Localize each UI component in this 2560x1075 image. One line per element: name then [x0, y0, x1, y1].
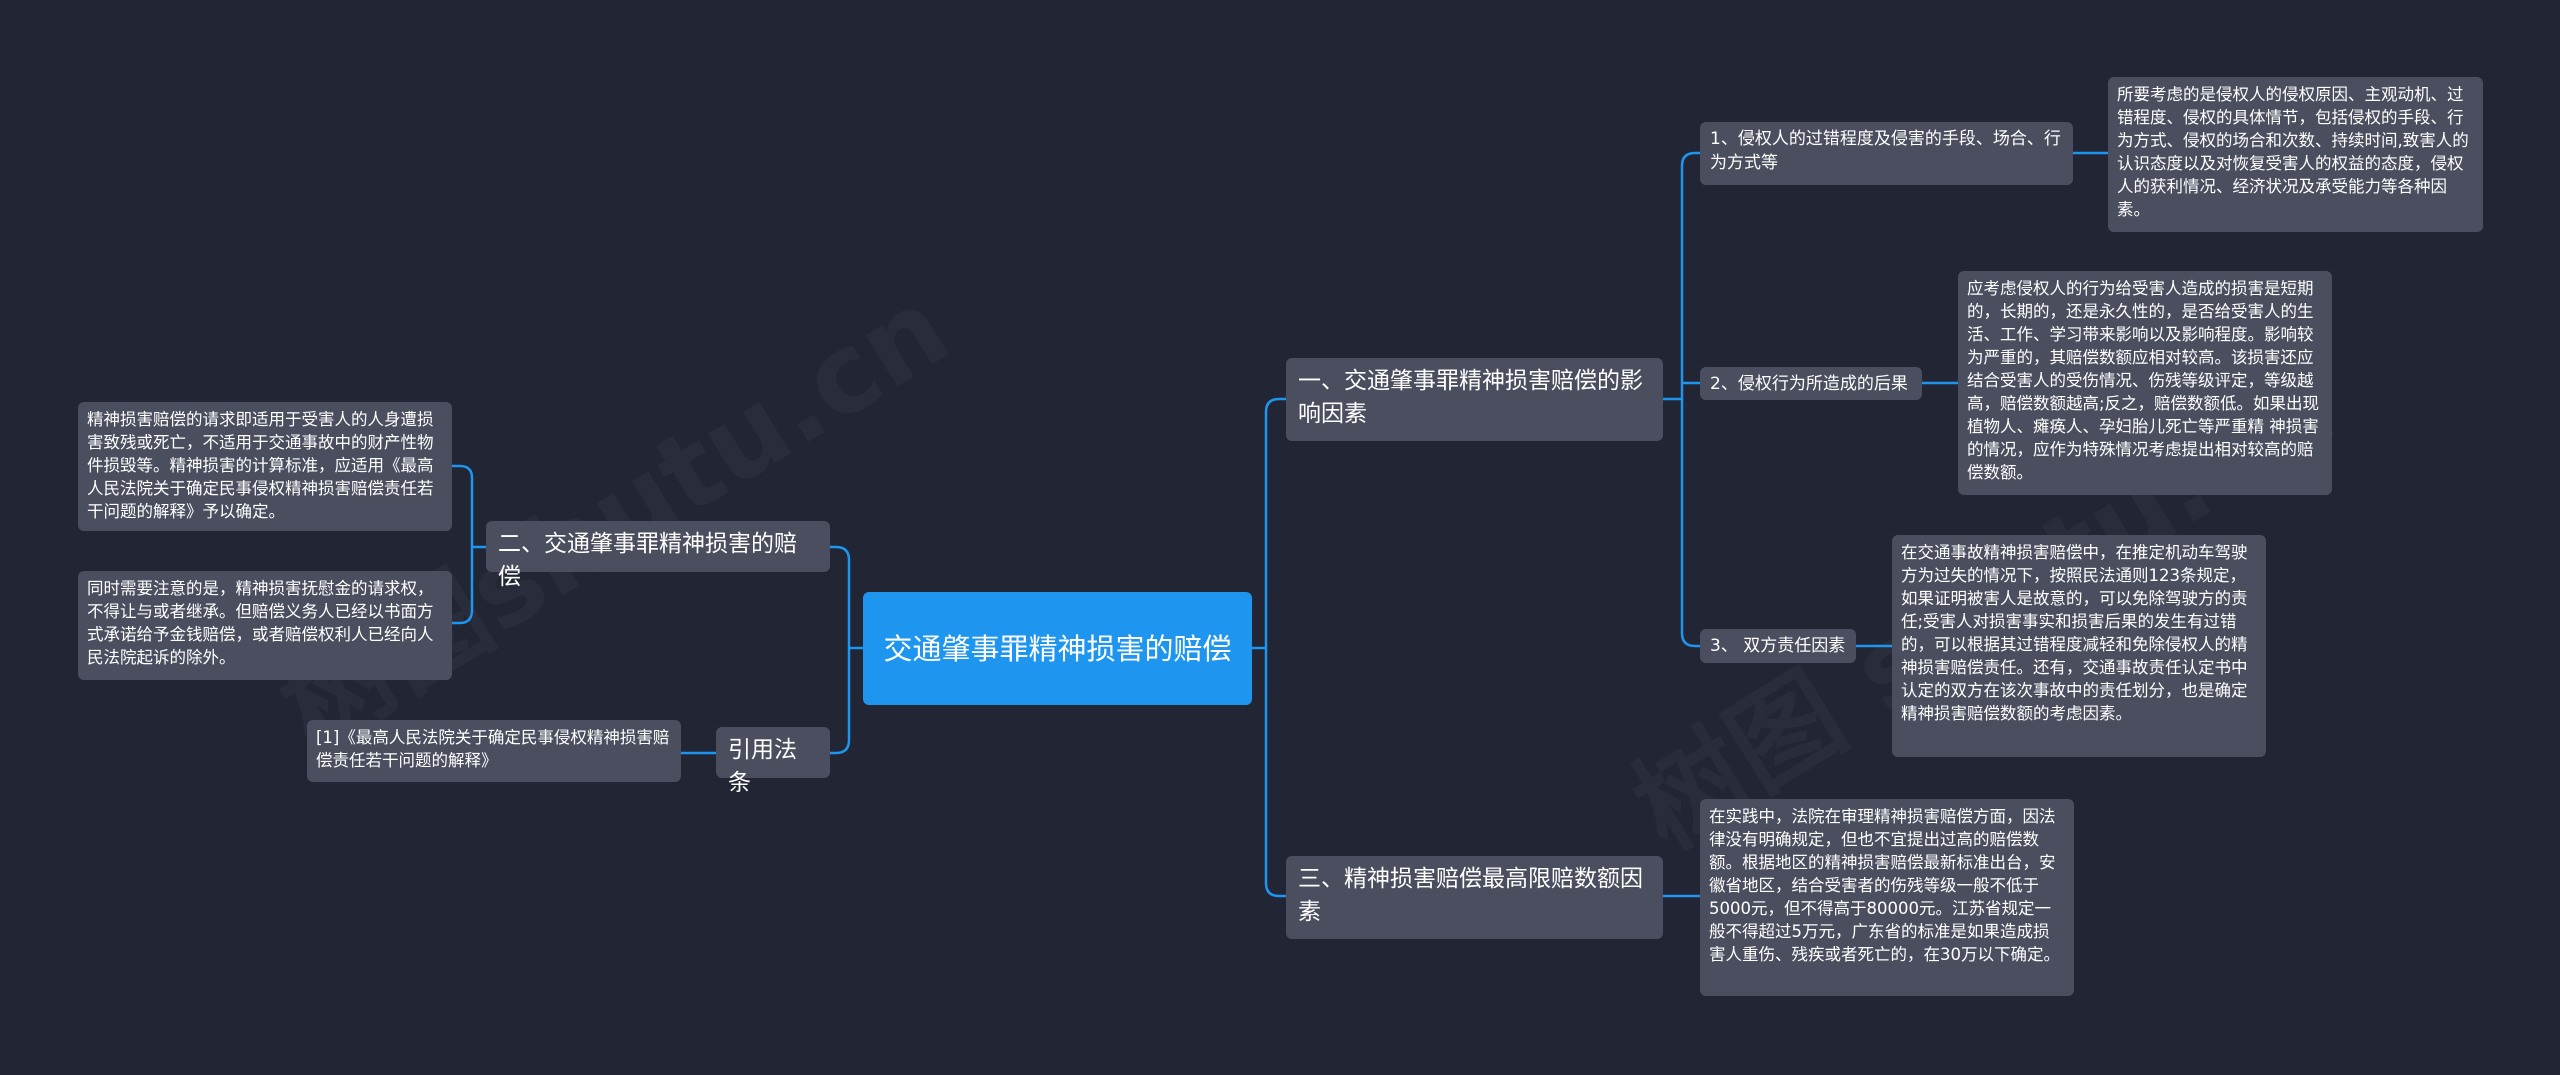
detail-maximum-limit[interactable]: 在实践中，法院在审理精神损害赔偿方面，因法律没有明确规定，但也不宜提出过高的赔偿…: [1700, 799, 2074, 996]
detail-text: 应考虑侵权人的行为给受害人造成的损害是短期的，长期的，还是永久性的，是否给受害人…: [1967, 279, 2320, 482]
root-topic[interactable]: 交通肇事罪精神损害的赔偿: [863, 592, 1252, 705]
branch-compensation[interactable]: 二、交通肇事罪精神损害的赔偿: [486, 521, 830, 590]
detail-citation[interactable]: [1]《最高人民法院关于确定民事侵权精神损害赔偿责任若干问题的解释》: [307, 720, 681, 782]
branch-label: 二、交通肇事罪精神损害的赔偿: [498, 531, 797, 590]
branch-influencing-factors[interactable]: 一、交通肇事罪精神损害赔偿的影响因素: [1286, 358, 1663, 441]
detail-text: 所要考虑的是侵权人的侵权原因、主观动机、过错程度、侵权的具体情节，包括侵权的手段…: [2117, 85, 2469, 219]
detail-text: [1]《最高人民法院关于确定民事侵权精神损害赔偿责任若干问题的解释》: [316, 728, 670, 770]
detail-consequences[interactable]: 应考虑侵权人的行为给受害人造成的损害是短期的，长期的，还是永久性的，是否给受害人…: [1958, 271, 2332, 495]
detail-text: 在实践中，法院在审理精神损害赔偿方面，因法律没有明确规定，但也不宜提出过高的赔偿…: [1709, 807, 2060, 964]
connector-line: [450, 464, 488, 625]
detail-text: 精神损害赔偿的请求即适用于受害人的人身遭损害致残或死亡，不适用于交通事故中的财产…: [87, 410, 434, 521]
sub-topic-mutual-liability[interactable]: 3、 双方责任因素: [1700, 629, 1856, 663]
detail-text: 在交通事故精神损害赔偿中，在推定机动车驾驶方为过失的情况下，按照民法通则123条…: [1901, 543, 2248, 723]
connector-line: [1250, 397, 1288, 898]
root-topic-label: 交通肇事罪精神损害的赔偿: [883, 631, 1232, 666]
sub-topic-label: 1、侵权人的过错程度及侵害的手段、场合、行为方式等: [1710, 129, 2061, 173]
branch-citation[interactable]: 引用法条: [716, 727, 830, 796]
branch-label: 引用法条: [728, 737, 797, 796]
sub-topic-fault-degree[interactable]: 1、侵权人的过错程度及侵害的手段、场合、行为方式等: [1700, 122, 2073, 185]
sub-topic-label: 2、侵权行为所造成的后果: [1710, 374, 1908, 394]
connector-line: [828, 545, 865, 755]
detail-fault-degree[interactable]: 所要考虑的是侵权人的侵权原因、主观动机、过错程度、侵权的具体情节，包括侵权的手段…: [2108, 77, 2483, 232]
detail-compensation-transfer[interactable]: 同时需要注意的是，精神损害抚慰金的请求权，不得让与或者继承。但赔偿义务人已经以书…: [78, 571, 452, 680]
branch-label: 三、精神损害赔偿最高限赔数额因素: [1298, 866, 1643, 925]
connector-line: [1661, 151, 1702, 648]
branch-maximum-limit[interactable]: 三、精神损害赔偿最高限赔数额因素: [1286, 856, 1663, 939]
detail-compensation-scope[interactable]: 精神损害赔偿的请求即适用于受害人的人身遭损害致残或死亡，不适用于交通事故中的财产…: [78, 402, 452, 531]
detail-mutual-liability[interactable]: 在交通事故精神损害赔偿中，在推定机动车驾驶方为过失的情况下，按照民法通则123条…: [1892, 535, 2266, 757]
detail-text: 同时需要注意的是，精神损害抚慰金的请求权，不得让与或者继承。但赔偿义务人已经以书…: [87, 579, 434, 667]
branch-label: 一、交通肇事罪精神损害赔偿的影响因素: [1298, 368, 1643, 427]
sub-topic-consequences[interactable]: 2、侵权行为所造成的后果: [1700, 367, 1922, 400]
sub-topic-label: 3、 双方责任因素: [1710, 636, 1846, 656]
